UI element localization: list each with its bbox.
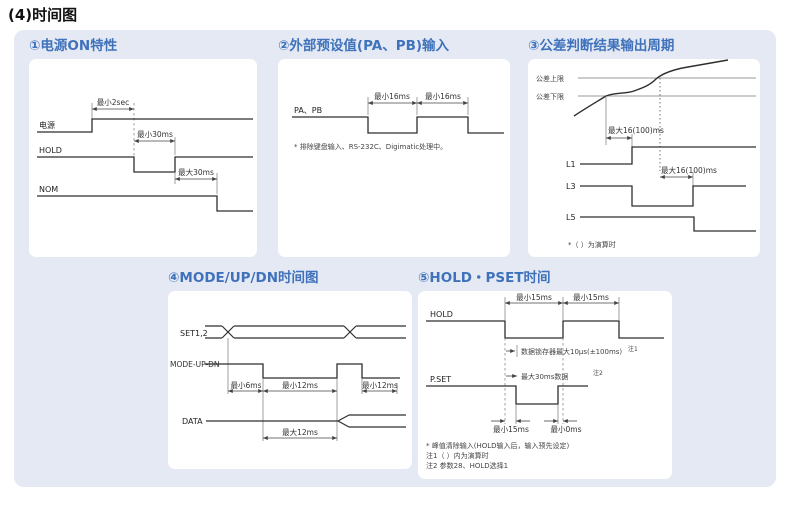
timing-diagrams-container: ①电源ON特性 最小2sec 电源 最小30ms HOLD [14,30,776,487]
dim-label-max30ms: 最大30ms [178,167,214,177]
mode-up-dn-timing-diagram: SET1,2 MODE-UP-DN 最小6ms 最小12ms [170,325,406,441]
dim-label-min15ms-b: 最小15ms [573,293,609,302]
max30-ref: 注2 [593,369,603,377]
panel3-note: *（ ）为演算时 [568,240,616,249]
panel-tolerance-output-title: ③公差判断结果输出周期 [528,38,675,54]
panel5-note-2: 注1（ ）内为演算时 [426,451,489,460]
panel-hold-pset-card: 最小15ms 最小15ms HOLD 数据锁存器最大10μs(±100ms) 注… [418,291,672,479]
signal-label-data: DATA [182,417,203,426]
dim-label-min0ms: 最小0ms [551,425,582,434]
hold-waveform [426,320,664,339]
panel-power-on-title: ①电源ON特性 [29,38,118,54]
dim-label-min2sec: 最小2sec [97,98,129,107]
dim-label-min12ms-a: 最小12ms [282,381,318,390]
panel5-note-3: 注2 参数28、HOLD选择1 [426,461,508,470]
panel-mode-up-dn: ④MODE/UP/DN时间图 SET1,2 MODE-UP-DN [168,268,412,469]
latch-annotation: 数据锁存器最大10μs(±100ms) [521,347,622,356]
l5-waveform [580,216,756,232]
panel-tolerance-output: ③公差判断结果输出周期 公差上限 公差下限 最大16(10 [528,36,760,257]
panel-preset-input: ②外部预设值(PA、PB)输入 最小16ms 最小16ms PA、PB [278,36,510,257]
preset-input-timing-diagram: 最小16ms 最小16ms PA、PB * 排除键盘输入、RS-232C、Dig… [292,92,504,151]
dim-label-min12ms-b: 最小12ms [362,381,398,390]
panel-tolerance-output-card: 公差上限 公差下限 最大16(100)ms L1 最大16(100)ms L3 [528,59,760,257]
dim-label-min16ms-b: 最小16ms [425,92,461,101]
hold-pset-timing-diagram: 最小15ms 最小15ms HOLD 数据锁存器最大10μs(±100ms) 注… [426,293,664,470]
signal-label-papb: PA、PB [294,106,322,115]
power-on-timing-diagram: 最小2sec 电源 最小30ms HOLD 最大30ms NOM [37,98,253,212]
data-bus-waveform [206,414,406,428]
measurement-curve [573,59,729,117]
panel-hold-pset-title: ⑤HOLD・PSET时间 [418,270,551,286]
dim-label-min6ms: 最小6ms [231,381,262,390]
tolerance-output-timing-diagram: 公差上限 公差下限 最大16(100)ms L1 最大16(100)ms L3 [536,59,756,249]
panel-preset-input-title: ②外部预设值(PA、PB)输入 [278,38,450,54]
dim-label-max16-b: 最大16(100)ms [661,165,717,175]
signal-label-set12: SET1,2 [180,329,208,338]
latch-ref: 注1 [628,345,638,353]
panel2-note: * 排除键盘输入、RS-232C、Digimatic处理中。 [294,142,447,151]
panel-hold-pset: ⑤HOLD・PSET时间 最小15ms 最小15ms HOLD [418,268,672,479]
panel-mode-up-dn-card: SET1,2 MODE-UP-DN 最小6ms 最小12ms [168,291,412,469]
papb-waveform [292,116,504,134]
signal-label-hold: HOLD [430,310,453,319]
panel-power-on: ①电源ON特性 最小2sec 电源 最小30ms HOLD [29,36,257,257]
signal-label-l1: L1 [566,160,576,169]
signal-label-pset: P.SET [430,375,451,384]
signal-label-power: 电源 [39,120,55,130]
panel-preset-input-card: 最小16ms 最小16ms PA、PB * 排除键盘输入、RS-232C、Dig… [278,59,510,257]
limit-label-lower: 公差下限 [536,92,564,101]
signal-label-l3: L3 [566,182,576,191]
l1-waveform [580,146,756,165]
max30-annotation: 最大30ms数据 [521,372,568,381]
panel5-note-1: * 峰值清除输入(HOLD输入后，输入预先设定) [426,441,570,450]
dim-label-min30ms: 最小30ms [137,130,173,139]
signal-label-mode: MODE-UP-DN [170,360,220,369]
dim-label-max16-a: 最大16(100)ms [608,125,664,135]
signal-label-l5: L5 [566,213,576,222]
signal-label-nom: NOM [39,185,58,194]
signal-label-hold: HOLD [39,146,62,155]
dim-label-min15ms-c: 最小15ms [493,425,529,434]
nom-waveform [37,195,253,212]
page-title: (4)时间图 [8,6,78,24]
power-waveform [37,118,253,133]
dim-label-max12ms: 最大12ms [282,427,318,437]
limit-label-upper: 公差上限 [536,74,564,83]
dim-label-min15ms-a: 最小15ms [516,293,552,302]
pset-waveform [426,385,588,405]
panel-power-on-card: 最小2sec 电源 最小30ms HOLD 最大30ms NOM [29,59,257,257]
dim-label-min16ms-a: 最小16ms [374,92,410,101]
hold-waveform [37,156,253,173]
set12-bus-waveform [205,325,406,339]
mode-waveform [205,363,400,379]
panel-mode-up-dn-title: ④MODE/UP/DN时间图 [168,270,319,286]
l3-waveform [580,185,746,207]
